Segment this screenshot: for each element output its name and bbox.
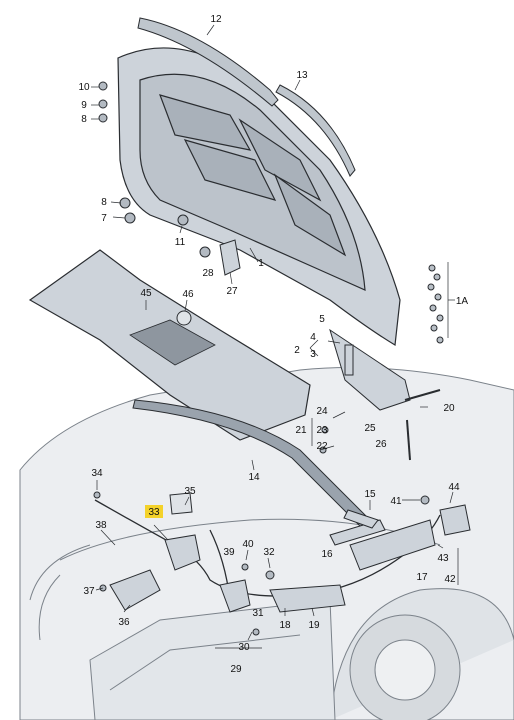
callout-35: 35 [184, 486, 196, 497]
callout-37: 37 [83, 586, 95, 597]
callout-19: 19 [308, 620, 320, 631]
callout-14: 14 [248, 472, 260, 483]
leader-lines [91, 24, 459, 649]
callout-41: 41 [390, 496, 402, 507]
callout-44: 44 [448, 482, 460, 493]
callout-29: 29 [230, 664, 242, 675]
plenum-grille [129, 319, 216, 366]
callout-13: 13 [296, 70, 308, 81]
callout-24: 24 [316, 406, 328, 417]
callout-9: 9 [81, 100, 87, 111]
bracket-27 [219, 239, 241, 276]
callout-43: 43 [437, 553, 449, 564]
callout-21: 21 [295, 425, 307, 436]
callout-7: 7 [101, 213, 107, 224]
callout-40: 40 [242, 539, 254, 550]
callout-34: 34 [91, 468, 103, 479]
seal-strip-13 [275, 84, 356, 177]
callout-32: 32 [263, 547, 275, 558]
callout-26: 26 [375, 439, 387, 450]
callout-31: 31 [252, 608, 264, 619]
callout-17: 17 [416, 572, 428, 583]
callout-30: 30 [238, 642, 250, 653]
callout-4: 4 [310, 332, 316, 343]
callout-10: 10 [78, 82, 90, 93]
car-body-outline [19, 367, 514, 720]
lock-mechanism [109, 492, 471, 613]
callout-15: 15 [364, 489, 376, 500]
hinge-assembly [329, 328, 441, 461]
clip-set-1A [427, 264, 444, 344]
callout-1: 1 [258, 258, 264, 269]
callout-12: 12 [210, 14, 222, 25]
callout-33: 33 [148, 507, 160, 518]
callout-36: 36 [118, 617, 130, 628]
callout-1A: 1A [456, 296, 469, 307]
callout-23: 23 [316, 425, 328, 436]
callout-27: 27 [226, 286, 238, 297]
callout-42: 42 [444, 574, 456, 585]
callout-5: 5 [319, 314, 325, 325]
callout-18: 18 [279, 620, 291, 631]
callout-8-upper: 8 [81, 114, 87, 125]
bonnet-part-1 [117, 47, 401, 346]
callout-39: 39 [223, 547, 235, 558]
callout-16: 16 [321, 549, 333, 560]
seal-strip-12 [137, 17, 279, 107]
callout-33-highlight [145, 505, 163, 518]
callout-8-lower: 8 [101, 197, 107, 208]
callout-46: 46 [182, 289, 194, 300]
callout-11: 11 [175, 237, 186, 248]
callout-38: 38 [95, 520, 107, 531]
callout-25: 25 [364, 423, 376, 434]
callout-28: 28 [202, 268, 214, 279]
callout-3: 3 [310, 349, 316, 360]
callout-2: 2 [294, 345, 300, 356]
callout-22: 22 [316, 441, 328, 452]
callout-labels: 12 13 10 9 8 8 7 11 28 1 27 45 46 1A 5 4… [78, 14, 468, 675]
callout-20: 20 [443, 403, 455, 414]
callout-45: 45 [140, 288, 152, 299]
